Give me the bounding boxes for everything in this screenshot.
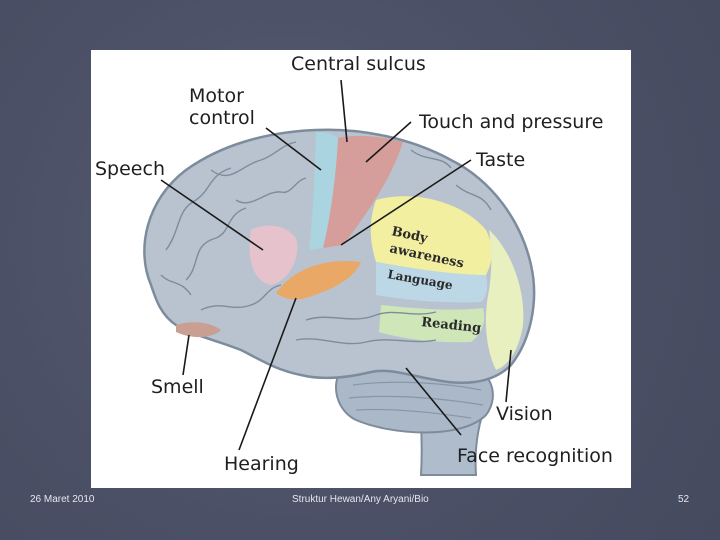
footer-date: 26 Maret 2010 [30, 494, 95, 505]
label-central-sulcus: Central sulcus [291, 53, 426, 75]
footer-page-number: 52 [678, 494, 689, 505]
label-speech: Speech [95, 158, 165, 180]
label-hearing: Hearing [224, 453, 299, 475]
label-taste: Taste [475, 149, 525, 171]
footer-credit: Struktur Hewan/Any Aryani/Bio [292, 494, 429, 505]
brain-diagram: Central sulcus Motor control Touch and p… [91, 50, 631, 488]
label-touch-pressure: Touch and pressure [418, 111, 603, 133]
label-motor-control-line1: Motor [189, 85, 244, 107]
label-vision: Vision [496, 403, 553, 425]
brain-illustration: Central sulcus Motor control Touch and p… [91, 50, 631, 488]
label-smell: Smell [151, 376, 204, 398]
label-face-recognition: Face recognition [457, 445, 613, 467]
label-motor-control-line2: control [189, 107, 255, 129]
